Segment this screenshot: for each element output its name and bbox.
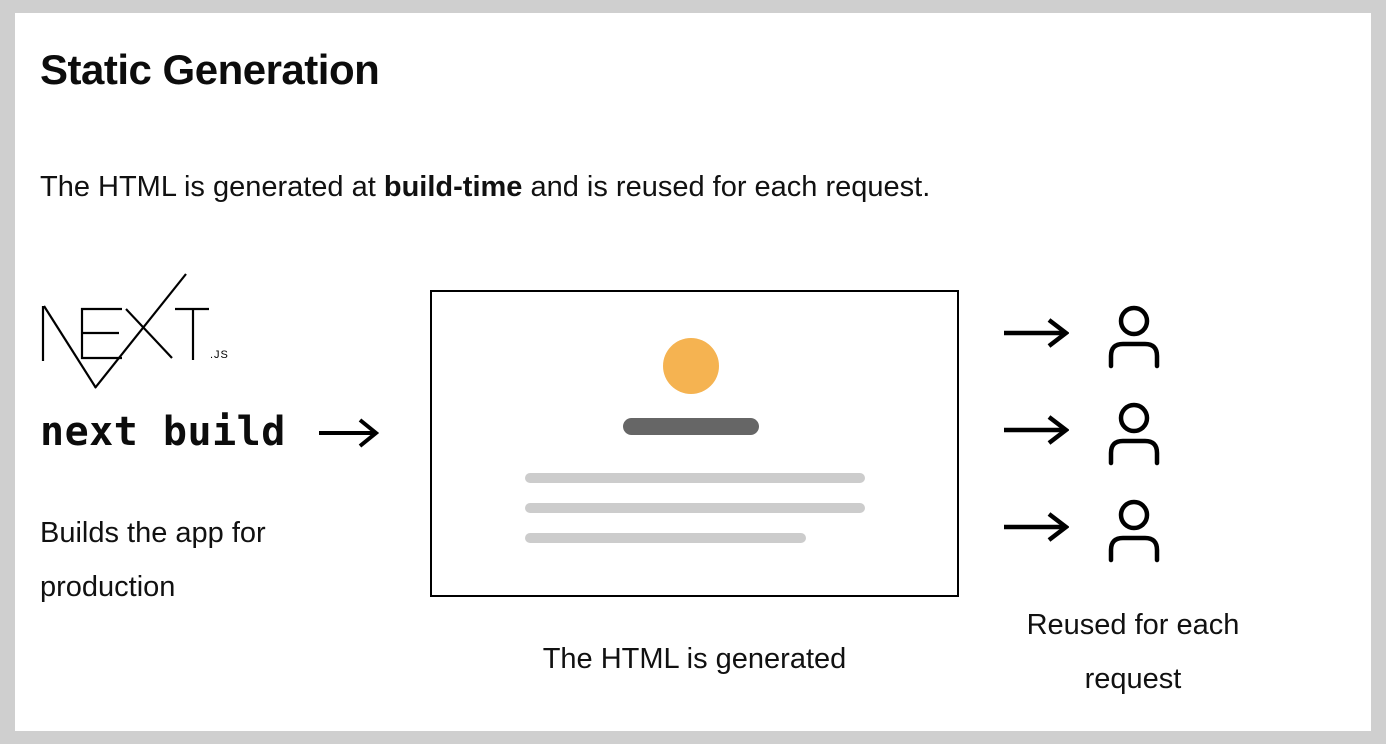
arrow-right-icon [1004,318,1069,348]
intro-text-bold: build-time [383,171,523,203]
heading-placeholder [623,418,759,435]
intro-text-after: and is reused for each request. [522,171,931,203]
intro-text-before: The HTML is generated at [40,171,384,203]
avatar-placeholder [663,338,719,394]
text-line-placeholder [525,473,865,483]
user-icon [1108,305,1160,369]
request-row [1003,304,1162,374]
intro-text: The HTML is generated at build-time and … [40,170,930,204]
build-command: next build [40,409,286,455]
request-row [1003,401,1162,471]
generated-page-preview [430,290,959,597]
user-icon [1108,499,1160,563]
request-row [1003,498,1162,568]
arrow-right-icon [318,418,379,448]
requests-caption: Reused for each request [1026,609,1240,695]
text-line-placeholder [525,533,806,543]
generated-page-caption: The HTML is generated [542,643,847,675]
arrow-right-icon [1004,512,1069,542]
build-caption: Builds the app for production [40,517,266,603]
request-rows [1003,304,1162,568]
nextjs-logo-icon: .JS [41,273,229,389]
build-command-row: next build [40,408,379,456]
arrow-right-icon [1004,415,1069,445]
text-line-placeholder [525,503,865,513]
user-icon [1108,402,1160,466]
nextjs-logo-suffix: .JS [210,349,229,361]
page-title: Static Generation [40,46,380,93]
